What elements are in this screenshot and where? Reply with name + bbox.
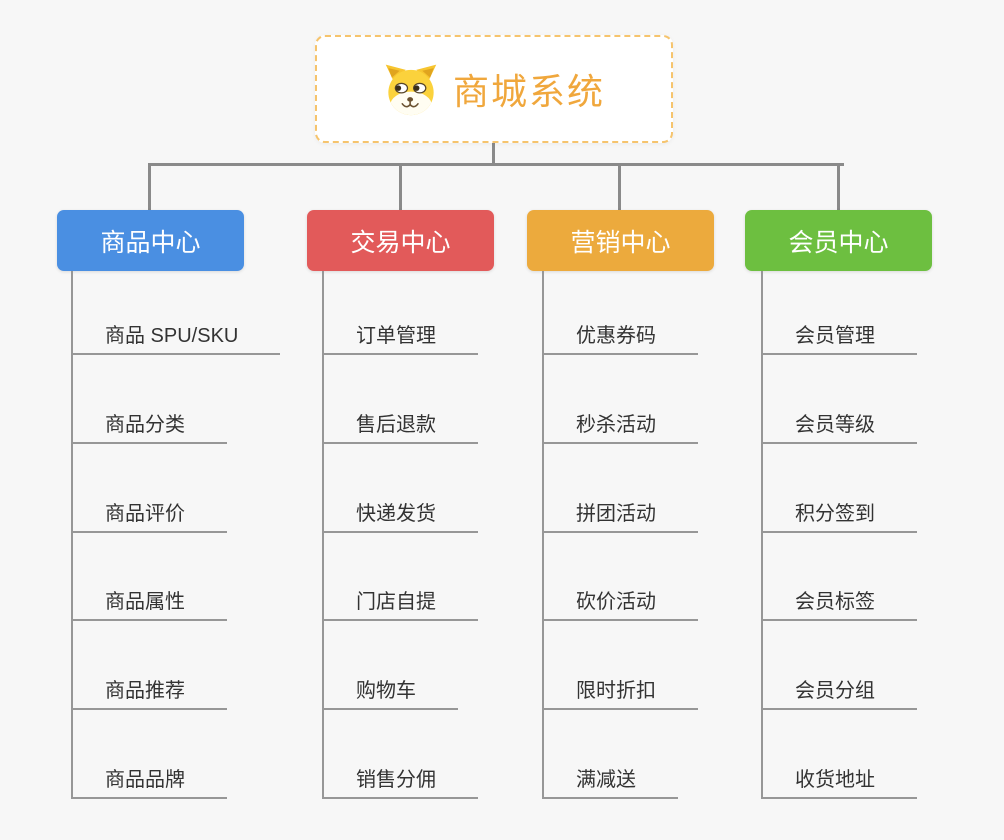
connector-drop-product	[148, 166, 151, 210]
topic-item[interactable]: 砍价活动	[544, 533, 698, 622]
root-node[interactable]: 商城系统	[315, 35, 673, 143]
topic-item[interactable]: 商品推荐	[73, 621, 227, 711]
topic-item[interactable]: 秒杀活动	[544, 355, 698, 444]
topic-item[interactable]: 商品属性	[73, 533, 227, 622]
topic-item[interactable]: 会员等级	[763, 355, 917, 444]
topic-item[interactable]: 商品分类	[73, 355, 227, 444]
topic-item[interactable]: 限时折扣	[544, 621, 698, 711]
topic-item[interactable]: 销售分佣	[324, 710, 478, 799]
branch-label: 商品中心	[100, 228, 201, 257]
connector-drop-trade	[399, 166, 402, 210]
topic-item[interactable]: 商品 SPU/SKU	[73, 271, 281, 355]
branch-label: 交易中心	[350, 228, 451, 257]
topic-item[interactable]: 积分签到	[763, 444, 917, 533]
branch-label: 会员中心	[788, 228, 889, 257]
topic-item[interactable]: 满减送	[544, 710, 678, 799]
topic-item[interactable]: 收货地址	[763, 710, 917, 799]
branch-items-trade-center: 订单管理 售后退款 快递发货 门店自提 购物车 销售分佣	[322, 271, 478, 799]
topic-item[interactable]: 门店自提	[324, 533, 478, 622]
shiba-dog-icon	[385, 64, 437, 116]
branch-items-marketing-center: 优惠券码 秒杀活动 拼团活动 砍价活动 限时折扣 满减送	[542, 271, 698, 799]
connector-drop-member	[837, 166, 840, 210]
topic-item[interactable]: 订单管理	[324, 271, 478, 355]
topic-item[interactable]: 商品评价	[73, 444, 227, 533]
root-title: 商城系统	[452, 71, 605, 112]
connector-root-stub	[492, 143, 495, 166]
branch-box-member-center[interactable]: 会员中心	[745, 210, 932, 271]
connector-horizontal-bar	[148, 163, 844, 166]
branch-box-product-center[interactable]: 商品中心	[57, 210, 244, 271]
topic-item[interactable]: 商品品牌	[73, 710, 227, 799]
connector-drop-marketing	[618, 166, 621, 210]
topic-item[interactable]: 会员分组	[763, 621, 917, 711]
branch-items-member-center: 会员管理 会员等级 积分签到 会员标签 会员分组 收货地址	[761, 271, 917, 799]
topic-item[interactable]: 会员标签	[763, 533, 917, 622]
branch-box-marketing-center[interactable]: 营销中心	[527, 210, 714, 271]
topic-item[interactable]: 购物车	[324, 621, 458, 711]
topic-item[interactable]: 优惠券码	[544, 271, 698, 355]
branch-label: 营销中心	[570, 228, 671, 257]
topic-item[interactable]: 售后退款	[324, 355, 478, 444]
topic-item[interactable]: 快递发货	[324, 444, 478, 533]
branch-box-trade-center[interactable]: 交易中心	[307, 210, 494, 271]
topic-item[interactable]: 拼团活动	[544, 444, 698, 533]
topic-item[interactable]: 会员管理	[763, 271, 917, 355]
branch-items-product-center: 商品 SPU/SKU 商品分类 商品评价 商品属性 商品推荐 商品品牌	[71, 271, 281, 799]
